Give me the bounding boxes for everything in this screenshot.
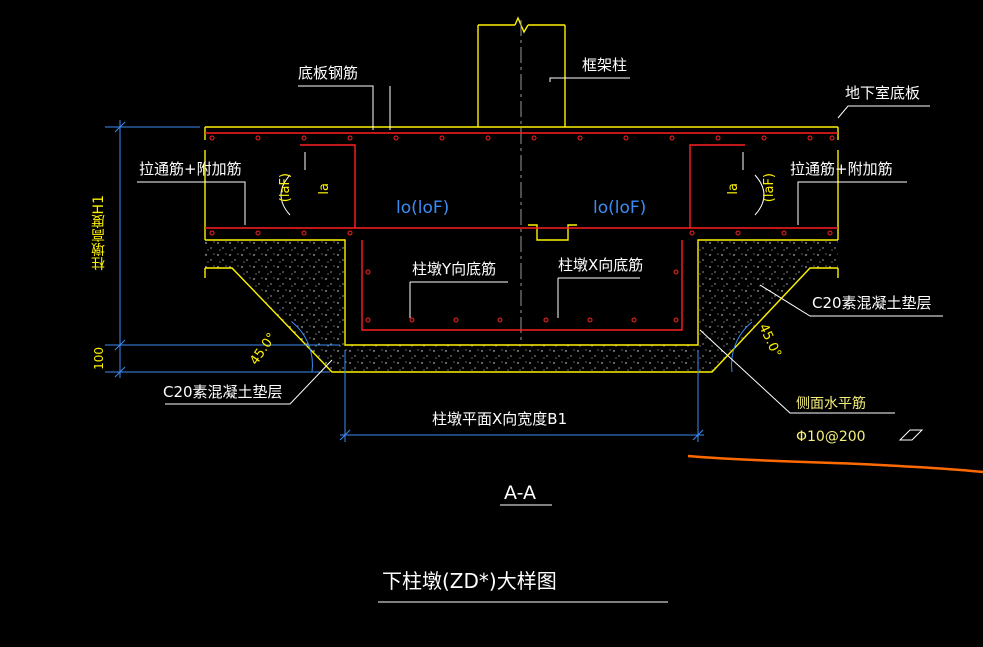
label-la-right: la: [726, 183, 741, 195]
label-la-left: la: [317, 183, 332, 195]
label-basement-floor: 地下室底板: [845, 84, 921, 102]
label-pull-rebar-left: 拉通筋+附加筋: [139, 160, 242, 178]
label-c20-right: C20素混凝土垫层: [812, 294, 932, 312]
label-c20-left: C20素混凝土垫层: [163, 383, 283, 401]
label-side-horizontal: 侧面水平筋: [796, 396, 866, 412]
label-laf-right: (laF): [762, 173, 777, 203]
label-frame-column: 框架柱: [582, 56, 628, 74]
section-label: A-A: [504, 482, 537, 504]
label-side-spec: Φ10@200: [796, 429, 866, 445]
leaders: [137, 77, 943, 603]
label-laf-left: (laF): [278, 173, 293, 203]
label-y-bottom-rebar: 柱墩Y向底筋: [412, 260, 497, 278]
label-dim-100: 100: [92, 347, 106, 370]
label-x-bottom-rebar: 柱墩X向底筋: [558, 256, 644, 274]
drawing-title: 下柱墩(ZD*)大样图: [382, 569, 557, 593]
label-anchor-left: lo(loF): [396, 198, 450, 218]
markup-stroke: [687, 454, 983, 474]
rebar-dots: [209, 135, 835, 323]
label-height-dim: 柱墩高度H1: [91, 195, 107, 271]
dimensions: [105, 120, 753, 442]
label-bottom-plate-rebar: 底板钢筋: [298, 64, 359, 82]
label-pull-rebar-right: 拉通筋+附加筋: [790, 160, 893, 178]
label-width-dim: 柱墩平面X向宽度B1: [432, 410, 568, 428]
label-anchor-right: lo(loF): [593, 198, 647, 218]
rebar: [205, 132, 838, 331]
